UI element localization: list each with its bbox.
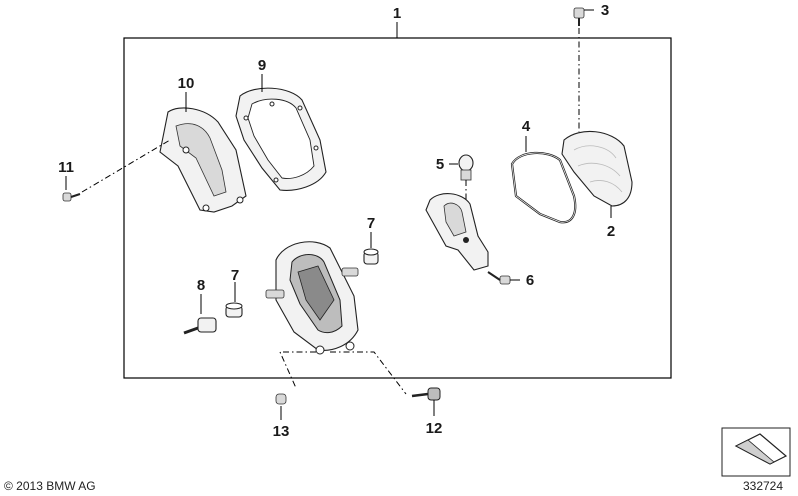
callout-5: 5	[436, 156, 444, 173]
part-12-screw	[411, 387, 441, 401]
part-4-seal-ring	[510, 151, 577, 224]
part-6-screw	[487, 271, 511, 285]
part-7-spacer-lower	[225, 302, 243, 318]
dash-housing-to-12	[330, 351, 407, 395]
callout-10: 10	[178, 75, 195, 92]
part-2-lens	[561, 130, 633, 207]
part-9-gasket	[235, 87, 327, 191]
callout-4: 4	[522, 118, 531, 135]
dash-housing-to-13	[279, 351, 316, 389]
part-5-bulb	[458, 154, 474, 181]
part-7-spacer-upper	[363, 248, 379, 265]
part-13-nut	[275, 393, 287, 405]
orientation-arrow-icon	[721, 427, 791, 477]
callout-13: 13	[273, 423, 290, 440]
part-10-bracket	[159, 107, 247, 213]
leader-lines	[65, 9, 612, 420]
callout-7-upper: 7	[367, 215, 375, 232]
dash-11-to-10	[81, 139, 171, 193]
callout-6: 6	[526, 272, 534, 289]
diagram-number: 332724	[743, 479, 783, 493]
callout-9: 9	[258, 57, 266, 74]
callout-12: 12	[426, 420, 443, 437]
callout-8: 8	[197, 277, 205, 294]
bulb-socket	[425, 193, 489, 271]
callout-7-lower: 7	[231, 267, 239, 284]
callout-3: 3	[601, 2, 609, 19]
copyright-text: © 2013 BMW AG	[4, 479, 96, 493]
callout-2: 2	[607, 223, 615, 240]
callout-1: 1	[393, 5, 401, 22]
part-8-bolt	[183, 317, 217, 335]
callout-11: 11	[58, 159, 74, 176]
part-11-screw	[62, 192, 81, 202]
main-housing	[265, 241, 359, 355]
part-3-screw	[573, 7, 585, 26]
